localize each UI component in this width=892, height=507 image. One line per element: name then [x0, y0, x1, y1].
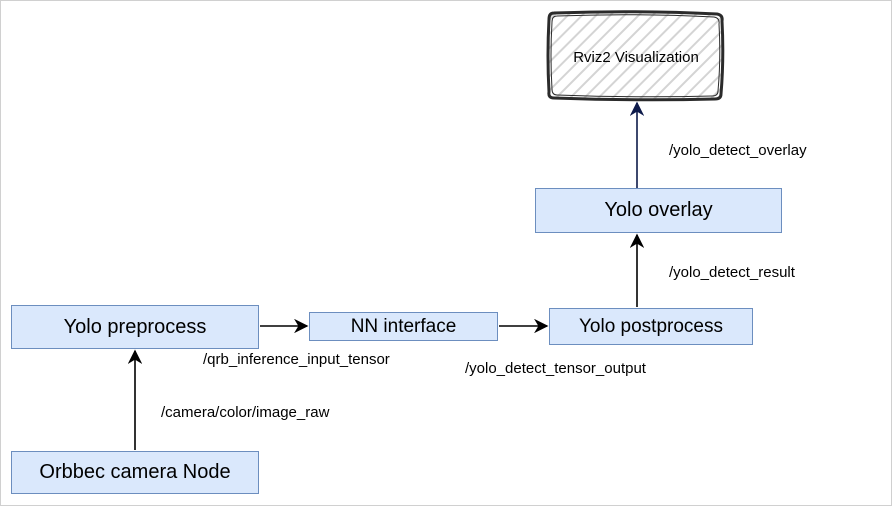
orbbec-camera-label: Orbbec camera Node — [39, 461, 231, 483]
rviz-node-label: Rviz2 Visualization — [573, 49, 699, 66]
yolo-preprocess-node[interactable]: Yolo preprocess — [11, 305, 259, 349]
yolo-overlay-label: Yolo overlay — [604, 199, 713, 221]
yolo-postprocess-label: Yolo postprocess — [578, 315, 723, 337]
topic-camera-color-image-raw: /camera/color/image_raw — [161, 404, 330, 421]
yolo-overlay-node[interactable]: Yolo overlay — [535, 188, 782, 233]
rviz-node[interactable]: Rviz2 Visualization — [546, 10, 725, 102]
topic-yolo-detect-tensor-output: /yolo_detect_tensor_output — [465, 360, 646, 377]
orbbec-camera-node[interactable]: Orbbec camera Node — [11, 451, 259, 494]
topic-qrb-inference-input-tensor: /qrb_inference_input_tensor — [203, 351, 390, 368]
topic-yolo-detect-overlay: /yolo_detect_overlay — [669, 142, 807, 159]
nn-interface-node[interactable]: NN interface — [309, 312, 498, 341]
yolo-preprocess-label: Yolo preprocess — [63, 315, 207, 338]
yolo-postprocess-node[interactable]: Yolo postprocess — [549, 308, 753, 345]
topic-yolo-detect-result: /yolo_detect_result — [669, 264, 795, 281]
nn-interface-label: NN interface — [350, 315, 457, 337]
